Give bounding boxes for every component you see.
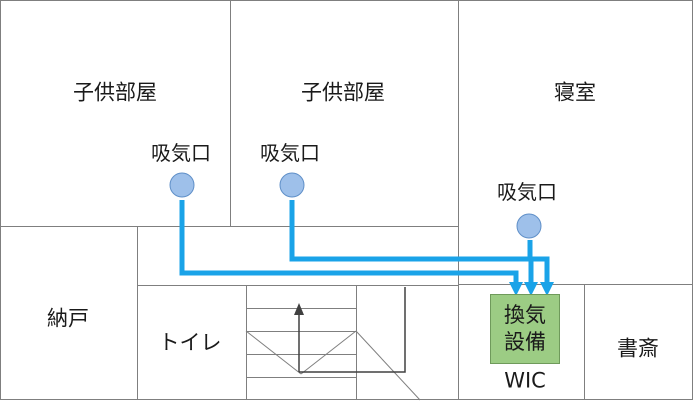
walls <box>0 0 693 400</box>
intake-label-2: 吸気口 <box>260 141 320 165</box>
ventilation-unit: 換気 設備 <box>490 294 560 364</box>
duct-arrows <box>509 282 554 296</box>
ducts <box>179 200 550 284</box>
duct-1 <box>179 200 519 284</box>
stair-arrow-icon <box>294 303 304 315</box>
room-label-wic: WIC <box>504 368 546 393</box>
room-label-bedroom: 寝室 <box>554 80 596 105</box>
duct-arrow-3-icon <box>540 282 554 296</box>
outer-wall <box>0 0 693 400</box>
intake-label-3: 吸気口 <box>497 180 557 204</box>
intake-vents <box>169 172 542 239</box>
ventilation-unit-line2: 設備 <box>504 330 546 354</box>
room-label-child-room-2: 子供部屋 <box>301 80 385 105</box>
intake-vent-3-icon <box>516 213 542 239</box>
duct-2 <box>289 200 534 284</box>
room-label-study: 書斎 <box>617 336 659 361</box>
ventilation-unit-line1: 換気 <box>504 303 546 327</box>
room-label-child-room-1: 子供部屋 <box>73 80 157 105</box>
staircase <box>245 308 421 401</box>
intake-label-1: 吸気口 <box>151 141 211 165</box>
stair-direction <box>298 287 406 373</box>
room-label-toilet: トイレ <box>158 330 222 355</box>
duct-arrow-1-icon <box>509 282 523 296</box>
room-label-storage: 納戸 <box>47 306 89 331</box>
duct-arrow-2-icon <box>524 282 538 296</box>
intake-vent-1-icon <box>169 172 195 198</box>
duct-3 <box>527 240 550 284</box>
intake-vent-2-icon <box>279 172 305 198</box>
